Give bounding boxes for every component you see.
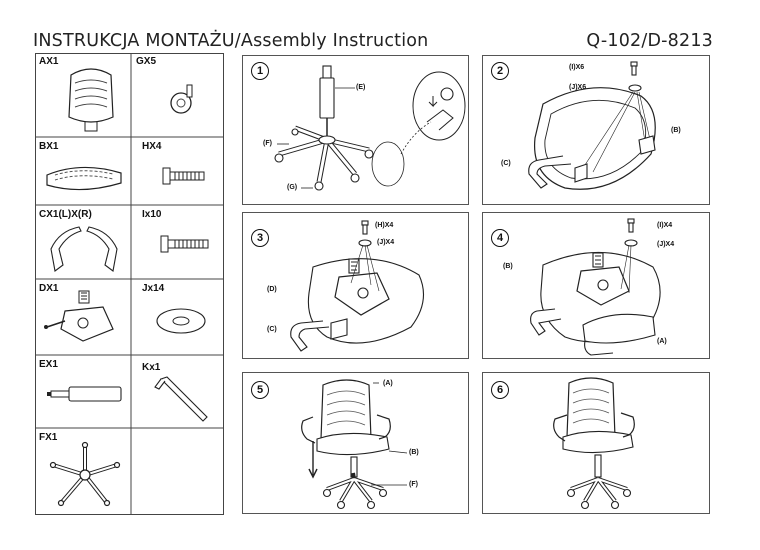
- step-4-panel: 4 (I)X4 (J)X4 (B) (A): [482, 212, 710, 359]
- star-base-icon: [49, 441, 121, 507]
- callout-i-x6: (I)X6: [569, 64, 585, 71]
- part-label-hx4: HX4: [142, 141, 162, 152]
- step-number-2: 2: [491, 62, 509, 80]
- callout-j-x6: (J)X6: [569, 84, 587, 91]
- parts-list: AX1 GX5 BX1 HX4 CX1(L)X(R) Ix10 DX1: [35, 53, 224, 515]
- step-1-panel: 1 (E) (F) (G): [242, 55, 469, 205]
- step-number-1: 1: [251, 62, 269, 80]
- bolt-long-icon: [160, 235, 209, 253]
- document-title: INSTRUKCJA MONTAŻU/Assembly Instruction: [33, 31, 429, 51]
- step-2-illustration: [528, 61, 656, 190]
- seat-cushion-icon: [46, 166, 122, 191]
- armrest-pair-icon: [50, 226, 118, 272]
- part-label-fx1: FX1: [39, 432, 58, 443]
- gas-lift-icon: [47, 386, 122, 402]
- callout-b: (B): [409, 449, 419, 456]
- washer-icon: [156, 308, 206, 334]
- caster-icon: [170, 84, 193, 114]
- callout-a: (A): [657, 338, 667, 345]
- step-5-panel: 5 (A) (B) (F): [242, 372, 469, 514]
- callout-b: (B): [671, 127, 681, 134]
- callout-f: (F): [409, 481, 418, 488]
- callout-e: (E): [356, 84, 366, 91]
- part-label-kx1: Kx1: [142, 362, 161, 373]
- step-6-illustration: [553, 377, 635, 510]
- part-label-ix10: Ix10: [142, 209, 162, 220]
- part-label-ax1: AX1: [39, 56, 59, 67]
- step-3-illustration: [290, 220, 425, 352]
- step-4-illustration: [530, 218, 661, 356]
- callout-b: (B): [503, 263, 513, 270]
- step-6-panel: 6: [482, 372, 710, 514]
- part-label-dx1: DX1: [39, 283, 59, 294]
- callout-i-x4: (I)X4: [657, 222, 673, 229]
- allen-key-icon: [154, 376, 208, 422]
- step-3-panel: 3 (H)X4 (J)X4 (D) (C): [242, 212, 469, 359]
- callout-a: (A): [383, 380, 393, 387]
- callout-j-x4: (J)X4: [657, 241, 675, 248]
- callout-j-x4: (J)X4: [377, 239, 395, 246]
- step-1-illustration: [274, 65, 466, 191]
- part-label-gx5: GX5: [136, 56, 157, 67]
- callout-c: (C): [501, 160, 511, 167]
- mechanism-icon: [44, 290, 114, 342]
- callout-d: (D): [267, 286, 277, 293]
- backrest-icon: [68, 68, 114, 132]
- step-5-illustration: [301, 379, 408, 510]
- step-number-5: 5: [251, 381, 269, 399]
- callout-h-x4: (H)X4: [375, 222, 394, 229]
- callout-g: (G): [287, 184, 298, 191]
- parts-grid-lines: [35, 53, 224, 515]
- callout-c: (C): [267, 326, 277, 333]
- part-label-jx14: Jx14: [142, 283, 165, 294]
- step-2-panel: 2 (I)X6 (J)X6 (B) (C): [482, 55, 710, 205]
- step-number-6: 6: [491, 381, 509, 399]
- callout-f: (F): [263, 140, 272, 147]
- step-number-4: 4: [491, 229, 509, 247]
- model-number: Q-102/D-8213: [586, 31, 713, 51]
- bolt-icon: [162, 167, 205, 185]
- part-label-cx1: CX1(L)X(R): [39, 209, 92, 220]
- part-label-bx1: BX1: [39, 141, 59, 152]
- part-label-ex1: EX1: [39, 359, 58, 370]
- step-number-3: 3: [251, 229, 269, 247]
